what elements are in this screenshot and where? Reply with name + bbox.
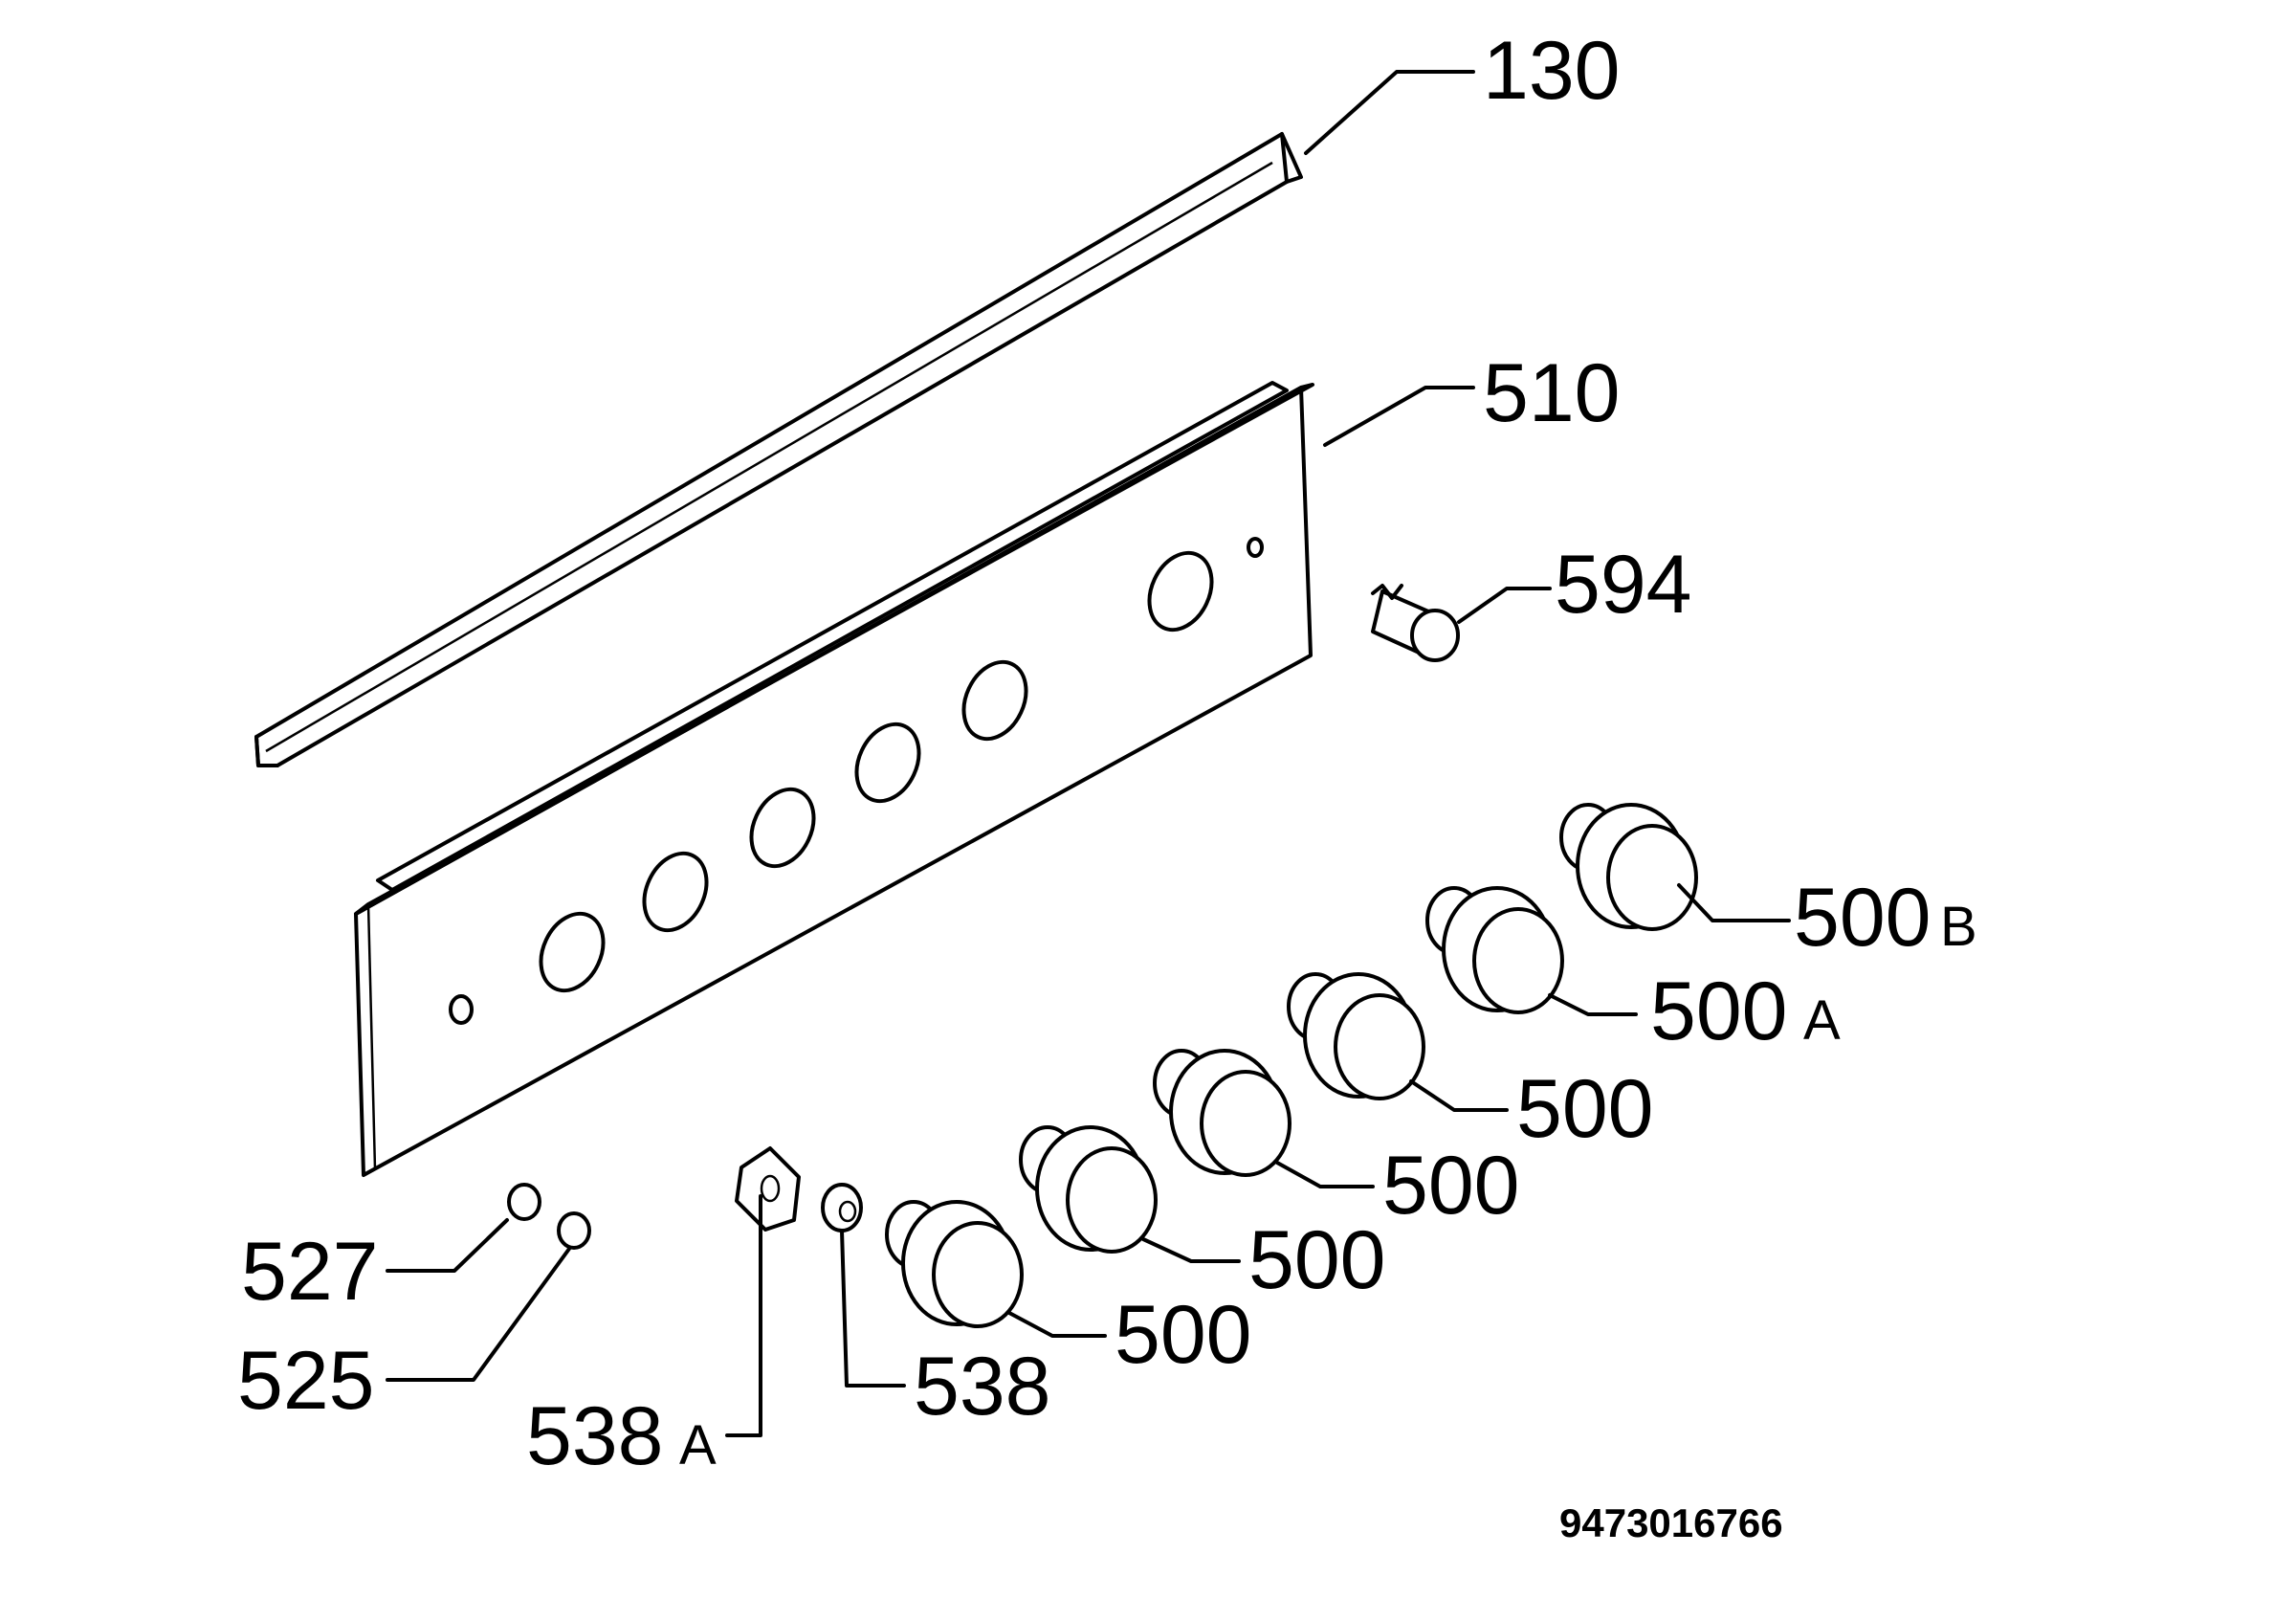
label-130: 130 <box>1483 25 1621 117</box>
rail-part-130 <box>254 132 1303 767</box>
label-500b: 500 <box>1794 872 1932 964</box>
panel-small-hole-left <box>449 994 474 1025</box>
label-525: 525 <box>237 1335 375 1427</box>
control-panel-part-510 <box>354 381 1314 1177</box>
bushing-part-538 <box>821 1183 863 1232</box>
label-500b-suffix: B <box>1940 896 1977 958</box>
label-510: 510 <box>1483 347 1621 439</box>
panel-hole-6 <box>1147 550 1214 633</box>
lamp-part-594 <box>1371 584 1460 662</box>
knob-500b <box>1559 803 1698 931</box>
panel-hole-3 <box>749 787 816 869</box>
label-500-3: 500 <box>1382 1140 1520 1232</box>
label-500-4: 500 <box>1516 1063 1654 1155</box>
label-500-2: 500 <box>1248 1214 1386 1306</box>
panel-hole-5 <box>961 659 1028 742</box>
label-500-1: 500 <box>1115 1289 1252 1381</box>
label-594: 594 <box>1555 539 1692 631</box>
cap-part-525 <box>557 1211 591 1250</box>
drawing-code: 9473016766 <box>1559 1500 1783 1545</box>
knob-500a <box>1425 886 1564 1014</box>
panel-hole-4 <box>854 722 921 804</box>
panel-hole-1 <box>539 911 606 993</box>
bracket-part-538a <box>735 1146 801 1232</box>
knob-500-2 <box>1019 1125 1158 1254</box>
cap-part-527 <box>507 1183 541 1221</box>
panel-hole-2 <box>642 851 709 933</box>
panel-small-hole-right <box>1247 537 1264 558</box>
knob-500-3 <box>1153 1049 1292 1177</box>
label-500a-suffix: A <box>1803 989 1841 1052</box>
knob-500-4 <box>1287 972 1425 1100</box>
label-538a-suffix: A <box>679 1414 717 1477</box>
label-538: 538 <box>914 1341 1051 1432</box>
label-538a: 538 <box>526 1390 664 1482</box>
label-500a: 500 <box>1650 966 1788 1057</box>
leader-lines <box>386 70 1791 1437</box>
label-527: 527 <box>241 1226 379 1318</box>
knob-500-1 <box>885 1200 1024 1328</box>
